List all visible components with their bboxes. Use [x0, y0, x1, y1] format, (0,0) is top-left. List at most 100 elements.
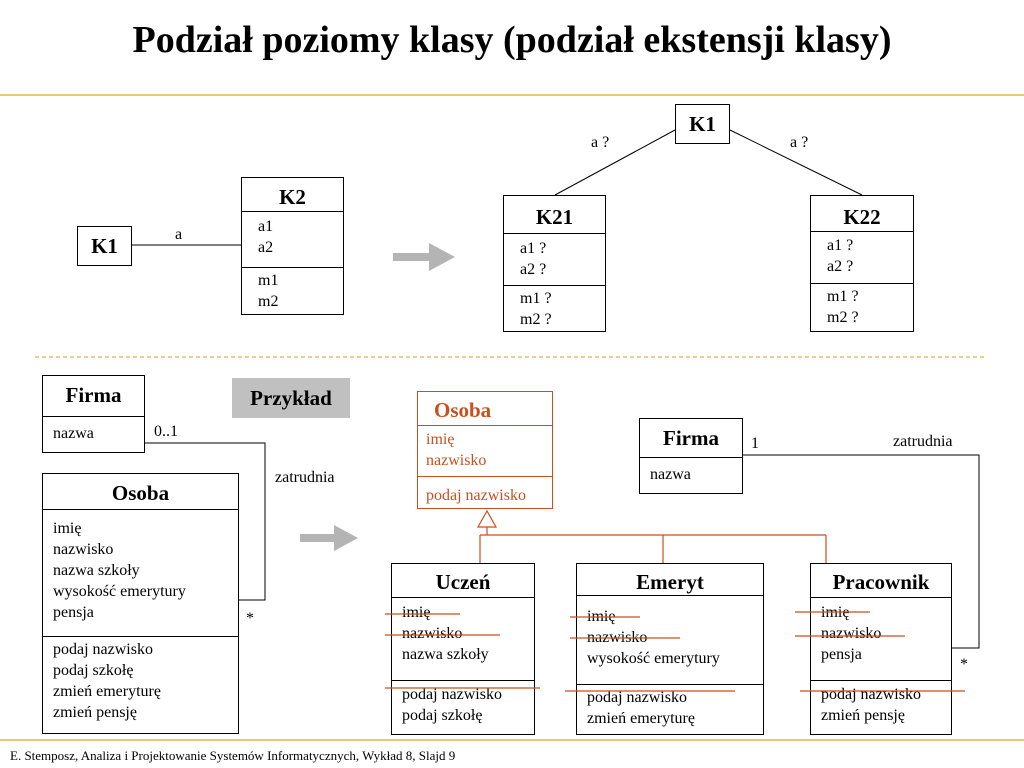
k2-method: m1 — [258, 272, 279, 289]
association-label-a: a — [175, 226, 183, 243]
k21-method: m2 ? — [520, 311, 552, 328]
k1-k21-line — [554, 129, 676, 196]
zatrudnia-right-label: zatrudnia — [893, 433, 953, 450]
emeryt-class-name: Emeryt — [636, 570, 704, 594]
k22-methods: m1 ? m2 ? — [811, 283, 913, 328]
multiplicity-firma: 0..1 — [154, 423, 178, 440]
uczen-method: podaj szkołę — [402, 707, 483, 724]
uczen-method: podaj nazwisko — [402, 686, 502, 703]
pracownik-class-box: Pracownik imię nazwisko pensja podaj naz… — [810, 563, 952, 735]
emeryt-method: podaj nazwisko — [587, 689, 687, 706]
firma-attributes: nazwa — [43, 416, 144, 444]
osoba-attr: nazwa szkoły — [53, 562, 140, 579]
firma-right-class-name: Firma — [663, 426, 719, 450]
k22-attributes: a1 ? a2 ? — [811, 231, 913, 283]
k22-class-name: K22 — [843, 205, 881, 229]
k1-root-class-box: K1 — [675, 104, 730, 144]
osoba-method: podaj nazwisko — [53, 641, 153, 658]
k21-attributes: a1 ? a2 ? — [504, 233, 605, 285]
k22-method: m1 ? — [827, 288, 859, 305]
osoba-superclass-box: Osoba imię nazwisko podaj nazwisko — [417, 391, 553, 509]
footer-text: E. Stemposz, Analiza i Projektowanie Sys… — [10, 748, 456, 763]
k2-attr: a2 — [258, 239, 274, 256]
osoba-superclass-attributes: imię nazwisko — [418, 425, 552, 476]
k22-class-box: K22 a1 ? a2 ? m1 ? m2 ? — [810, 195, 914, 332]
firma-osoba-association-line — [145, 442, 266, 601]
k2-class-name: K2 — [279, 185, 306, 209]
osoba-method: zmień emeryturę — [53, 683, 161, 700]
multiplicity-firma-right: 1 — [751, 435, 759, 452]
k22-method: m2 ? — [827, 309, 859, 326]
k2-method: m2 — [258, 293, 279, 310]
emeryt-methods: podaj nazwisko zmień emeryturę — [577, 684, 763, 729]
osoba-superclass-attr: nazwisko — [426, 452, 487, 469]
firma-class-name: Firma — [65, 383, 122, 407]
firma-attr: nazwa — [53, 425, 94, 442]
transform-arrow-top — [393, 243, 455, 271]
multiplicity-pracownik: * — [960, 656, 968, 673]
k1-class-name: K1 — [91, 234, 118, 258]
k1-class-box: K1 — [77, 226, 132, 266]
k2-class-box: K2 a1 a2 m1 m2 — [241, 177, 344, 315]
generalization-tree — [476, 509, 827, 563]
example-label: Przykład — [232, 378, 350, 418]
slide-title: Podział poziomy klasy (podział ekstensji… — [132, 19, 892, 61]
k21-class-box: K21 a1 ? a2 ? m1 ? m2 ? — [503, 195, 606, 332]
osoba-attr: nazwisko — [53, 541, 114, 558]
uczen-attr: nazwa szkoły — [402, 646, 489, 663]
osoba-method: podaj szkołę — [53, 662, 134, 679]
k2-methods: m1 m2 — [242, 267, 343, 312]
multiplicity-osoba: * — [246, 610, 254, 627]
k21-methods: m1 ? m2 ? — [504, 285, 605, 330]
uczen-methods: podaj nazwisko podaj szkołę — [392, 680, 534, 726]
pracownik-method: zmień pensję — [821, 707, 905, 724]
pracownik-method: podaj nazwisko — [821, 686, 921, 703]
k21-class-name: K21 — [535, 205, 574, 229]
uczen-class-name: Uczeń — [435, 570, 491, 594]
osoba-methods: podaj nazwisko podaj szkołę zmień emeryt… — [43, 636, 238, 723]
transform-arrow-bottom — [300, 525, 358, 551]
k1-k22-line — [729, 129, 863, 196]
osoba-attr: imię — [53, 520, 82, 537]
osoba-attr: pensja — [53, 604, 94, 621]
k2-attr: a1 — [258, 218, 274, 235]
osoba-attr: wysokość emerytury — [53, 583, 186, 600]
pracownik-attr: nazwisko — [821, 625, 882, 642]
pracownik-attributes: imię nazwisko pensja — [811, 597, 951, 680]
osoba-class-name: Osoba — [111, 481, 170, 505]
firma-right-attributes: nazwa — [640, 457, 742, 485]
emeryt-attr: wysokość emerytury — [587, 650, 720, 667]
k2-attributes: a1 a2 — [242, 211, 343, 267]
uczen-attr: imię — [402, 604, 431, 621]
k21-attr: a2 ? — [520, 261, 547, 278]
firma-pracownik-association-line — [743, 454, 980, 649]
emeryt-class-box: Emeryt imię nazwisko wysokość emerytury … — [576, 563, 764, 735]
osoba-superclass-method: podaj nazwisko — [426, 487, 526, 504]
uczen-attributes: imię nazwisko nazwa szkoły — [392, 597, 534, 680]
uczen-attr: nazwisko — [402, 625, 463, 642]
k21-method: m1 ? — [520, 290, 552, 307]
pracownik-class-name: Pracownik — [832, 570, 930, 594]
k22-association-label: a ? — [790, 134, 809, 151]
k21-association-label: a ? — [591, 134, 610, 151]
firma-class-box: Firma nazwa — [42, 375, 145, 453]
firma-right-attr: nazwa — [650, 466, 691, 483]
uczen-class-box: Uczeń imię nazwisko nazwa szkoły podaj n… — [391, 563, 535, 735]
osoba-superclass-attr: imię — [426, 431, 455, 448]
k22-attr: a1 ? — [827, 237, 854, 254]
emeryt-method: zmień emeryturę — [587, 710, 695, 727]
osoba-superclass-methods: podaj nazwisko — [418, 476, 552, 506]
k22-attr: a2 ? — [827, 258, 854, 275]
k21-attr: a1 ? — [520, 240, 547, 257]
pracownik-attr: pensja — [821, 646, 862, 663]
firma-right-class-box: Firma nazwa — [639, 418, 743, 494]
osoba-superclass-name: Osoba — [434, 398, 492, 422]
pracownik-methods: podaj nazwisko zmień pensję — [811, 680, 951, 726]
k1-root-class-name: K1 — [689, 112, 716, 136]
osoba-method: zmień pensję — [53, 704, 137, 721]
osoba-class-box: Osoba imię nazwisko nazwa szkoły wysokoś… — [42, 473, 239, 734]
zatrudnia-label: zatrudnia — [275, 469, 335, 486]
osoba-attributes: imię nazwisko nazwa szkoły wysokość emer… — [43, 509, 238, 636]
